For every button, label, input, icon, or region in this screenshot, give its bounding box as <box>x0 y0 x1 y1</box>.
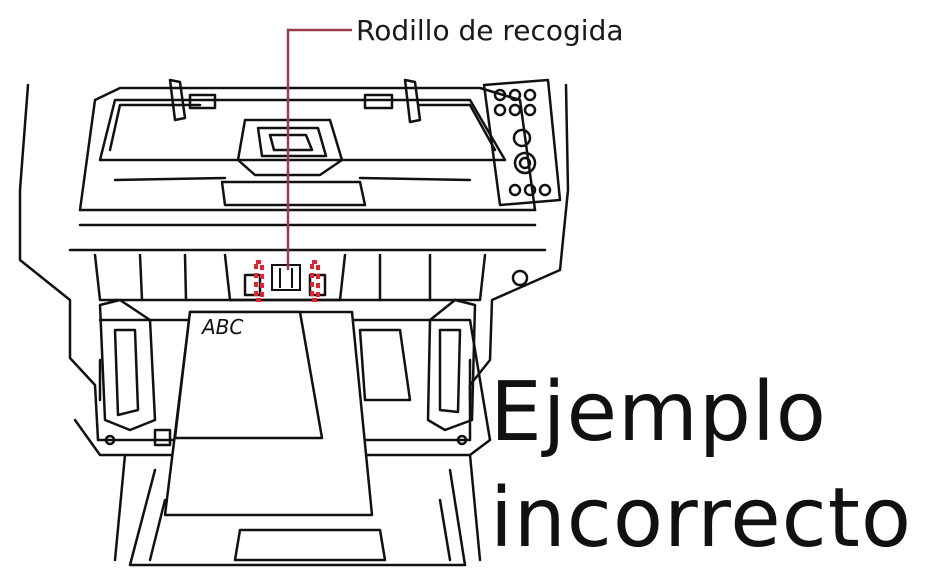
operator-panel <box>482 78 562 207</box>
left-red-marker <box>254 260 264 302</box>
roller-markers <box>254 260 320 302</box>
scanner-top-cover <box>78 86 537 212</box>
callout-leader-line <box>286 28 352 270</box>
center-mechanism <box>236 118 344 177</box>
panel-button-1 <box>512 128 532 148</box>
right-red-marker <box>310 260 320 302</box>
front-handle <box>220 180 367 207</box>
paper-sheet-small <box>173 310 324 440</box>
left-side-guide <box>98 298 157 432</box>
caption-line-2: incorrecto <box>490 471 913 566</box>
caption-line-1: Ejemplo <box>490 365 827 460</box>
pick-roller <box>271 264 301 291</box>
callout-label-pick-roller: Rodillo de recogida <box>356 14 624 47</box>
right-side-guide <box>426 298 477 432</box>
document-abc-text: ABC <box>200 315 243 339</box>
stacker-extension <box>128 468 467 567</box>
panel-button-2 <box>513 151 537 175</box>
